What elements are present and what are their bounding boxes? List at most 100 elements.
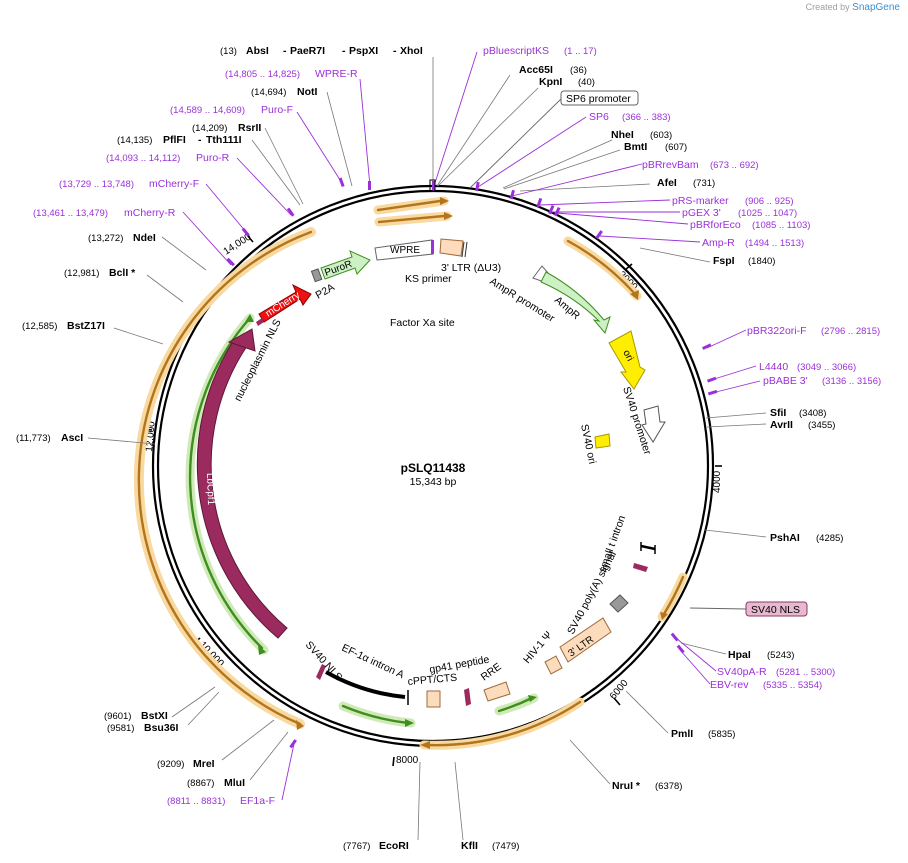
label-ef1a-intron: EF-1α intron A xyxy=(340,642,406,681)
enzyme-bsu36i-pos: (9581) xyxy=(107,723,134,734)
ef1a-intron-bar xyxy=(325,670,406,699)
primer-puro-f-range: (14,589 .. 14,609) xyxy=(170,105,245,116)
sv40-polya-box xyxy=(609,594,629,613)
enzyme-xhoi-dash: - xyxy=(393,45,397,57)
label-ks-primer: KS primer xyxy=(405,273,452,285)
wpre-label: WPRE xyxy=(390,245,420,256)
primer-puro-r-range: (14,093 .. 14,112) xyxy=(106,153,180,164)
primer-mcherry-f-range: (13,729 .. 13,748) xyxy=(59,179,134,190)
enzyme-kfli-pos: (7479) xyxy=(492,841,519,852)
enzyme-pspxi-dash: - xyxy=(342,45,346,57)
snapgene-brand: SnapGene xyxy=(852,2,900,13)
primer-prs-marker: pRS-marker xyxy=(672,195,729,207)
primer-ebv-rev: EBV-rev xyxy=(710,679,749,691)
primer-pbrrevbam-range: (673 .. 692) xyxy=(710,160,759,171)
label-p2a: P2A xyxy=(314,281,337,301)
primer-pbrforeco-range: (1085 .. 1103) xyxy=(752,220,810,231)
credit-prefix: Created by xyxy=(805,2,850,12)
enzyme-bstxi: BstXI xyxy=(141,710,168,722)
snapgene-credit: Created by SnapGene xyxy=(806,2,900,13)
primer-pbluescriptks-range: (1 .. 17) xyxy=(564,46,597,57)
primer-amp-r-range: (1494 .. 1513) xyxy=(745,238,804,249)
sv40-nls-mark-2 xyxy=(316,664,326,680)
label-3ltr-du3: 3' LTR (ΔU3) xyxy=(441,262,501,274)
enzyme-fspi: FspI xyxy=(713,255,735,267)
primer-wpre-r-range: (14,805 .. 14,825) xyxy=(225,69,300,80)
primer-ef1a-f-range: (8811 .. 8831) xyxy=(167,796,225,807)
enzyme-afei-pos: (731) xyxy=(693,178,715,189)
tick-4000: 4000 xyxy=(712,470,723,493)
enzyme-pmli: PmlI xyxy=(671,728,693,740)
cppt-box xyxy=(426,690,441,708)
enzyme-nhei: NheI xyxy=(611,129,634,141)
enzyme-ndei: NdeI xyxy=(133,232,156,244)
primer-pbrrevbam: pBRrevBam xyxy=(642,159,699,171)
enzyme-tth111i: Tth111I xyxy=(206,134,242,146)
tick-14000: 14,000 xyxy=(222,231,254,257)
ori-arrow xyxy=(608,330,646,390)
primer-amp-r: Amp-R xyxy=(702,237,735,249)
enzyme-labels: (13) AbsI - PaeR7I - PspXI - XhoI Acc65I… xyxy=(16,45,843,852)
gp41-mark xyxy=(464,688,471,706)
enzyme-absi-pos: (13) xyxy=(220,46,237,57)
primer-puro-r: Puro-R xyxy=(196,152,230,164)
primer-mcherry-r: mCherry-R xyxy=(124,207,176,219)
enzyme-paer7i: PaeR7I xyxy=(290,45,325,57)
enzyme-fspi-pos: (1840) xyxy=(748,256,775,267)
ltr-lines xyxy=(461,241,468,258)
primer-wpre-r: WPRE-R xyxy=(315,68,358,80)
ori-label: ori xyxy=(620,348,635,363)
enzyme-kfli: KflI xyxy=(461,840,478,852)
enzyme-xhoi: XhoI xyxy=(400,45,423,57)
enzyme-pspxi: PspXI xyxy=(349,45,378,57)
plasmid-length: 15,343 bp xyxy=(410,476,457,488)
enzyme-mlui-pos: (8867) xyxy=(187,778,214,789)
enzyme-noti-pos: (14,694) xyxy=(251,87,286,98)
enzyme-mlui: MluI xyxy=(224,777,245,789)
primer-pgex3-range: (1025 .. 1047) xyxy=(738,208,797,219)
primer-labels: pBluescriptKS (1 .. 17) (14,805 .. 14,82… xyxy=(33,45,881,807)
enzyme-pshai-pos: (4285) xyxy=(816,533,843,544)
rre-box xyxy=(483,681,511,702)
puror-arrow xyxy=(320,250,371,280)
primer-pbabe3-range: (3136 .. 3156) xyxy=(822,376,881,387)
mcherry-label: mCherry xyxy=(264,290,302,320)
enzyme-sfii-pos: (3408) xyxy=(799,408,826,419)
outer-arcs xyxy=(137,199,685,747)
enzyme-ecori: EcoRI xyxy=(379,840,409,852)
mcherry-arrow xyxy=(258,283,312,323)
primer-pgex3: pGEX 3' xyxy=(682,207,721,219)
enzyme-paer7i-dash: - xyxy=(283,45,287,57)
enzyme-pshai: PshAI xyxy=(770,532,800,544)
enzyme-mrei: MreI xyxy=(193,758,215,770)
primer-pbabe3: pBABE 3' xyxy=(763,375,808,387)
origin-marker xyxy=(429,179,436,192)
enzyme-acc65i-pos: (36) xyxy=(570,65,587,76)
enzyme-bmti: BmtI xyxy=(624,141,647,153)
enzyme-kpni: KpnI xyxy=(539,76,562,88)
primer-mcherry-r-range: (13,461 .. 13,479) xyxy=(33,208,108,219)
ampr-arrow xyxy=(540,271,611,335)
lbcpf1-head xyxy=(227,328,256,352)
enzyme-nrui: NruI * xyxy=(612,780,641,792)
enzyme-afei: AfeI xyxy=(657,177,677,189)
enzyme-avrii-pos: (3455) xyxy=(808,420,835,431)
primer-mcherry-f: mCherry-F xyxy=(149,178,199,190)
enzyme-tth111i-dash: - xyxy=(198,134,202,146)
primer-puro-f: Puro-F xyxy=(261,104,293,116)
primer-ebv-rev-range: (5335 .. 5354) xyxy=(763,680,822,691)
enzyme-sfii: SfiI xyxy=(770,407,786,419)
label-factor-xa: Factor Xa site xyxy=(390,317,455,329)
sp6-promoter-box xyxy=(560,90,639,106)
primer-ef1a-f: EF1a-F xyxy=(240,795,275,807)
sv40-ori-box xyxy=(594,433,611,449)
enzyme-nrui-pos: (6378) xyxy=(655,781,682,792)
primer-l4440-range: (3049 .. 3066) xyxy=(797,362,856,373)
primer-pbrforeco: pBRforEco xyxy=(690,219,741,231)
small-t-intron-mark xyxy=(640,542,656,554)
enzyme-acc65i: Acc65I xyxy=(519,64,553,76)
enzyme-absi: AbsI xyxy=(246,45,269,57)
ltr-du3-box xyxy=(439,238,464,257)
enzyme-kpni-pos: (40) xyxy=(578,77,595,88)
enzyme-pmli-pos: (5835) xyxy=(708,729,735,740)
